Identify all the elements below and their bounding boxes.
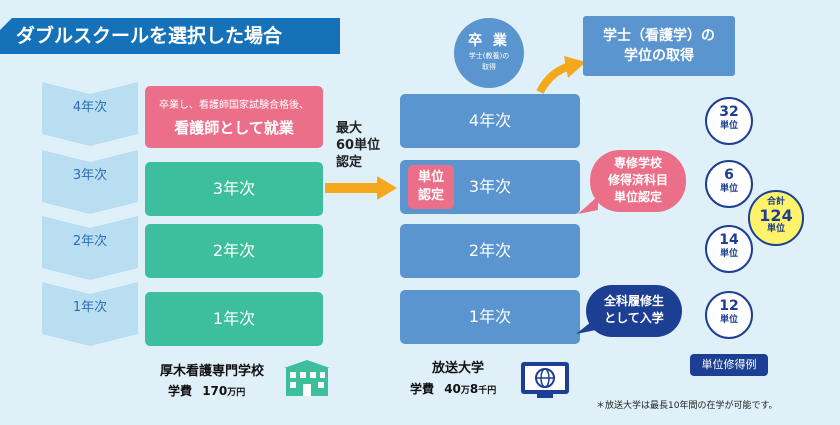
graduation-sub-1: 学士(教養)の xyxy=(468,52,510,60)
fee-unit-1: 万 xyxy=(460,386,470,396)
year-chevron-1: 1年次 xyxy=(42,282,138,346)
full-course-bubble: 全科履修生 として入学 xyxy=(586,285,682,337)
nursing-year1-box: 1年次 xyxy=(145,292,323,346)
fee-label: 学費 xyxy=(410,382,435,396)
fee-value: 40 xyxy=(444,382,461,396)
total-unit: 単位 xyxy=(766,224,785,234)
employment-text-2: 看護師として就業 xyxy=(174,119,294,137)
badge-line-1: 単位 xyxy=(417,170,444,185)
transfer-credit-label: 最大 60単位 認定 xyxy=(336,120,396,171)
ou-name: 放送大学 xyxy=(432,361,485,376)
nursing-school-name: 厚木看護専門学校 xyxy=(160,364,265,379)
bubble-top-line-2: 修得済科目 xyxy=(607,173,668,187)
total-value: 124 xyxy=(759,206,793,225)
credit-circle-year3: 6 単位 xyxy=(705,160,753,208)
year-chevron-3: 3年次 xyxy=(42,150,138,214)
footnote: ＊放送大学は最長10年間の在学が可能です。 xyxy=(596,401,778,411)
ou-year2-box: 2年次 xyxy=(400,224,580,278)
credit-circle-year1: 12 単位 xyxy=(705,291,753,339)
degree-line-1: 学士（看護学）の xyxy=(603,28,715,44)
credit-transfer-bubble: 専修学校 修得済科目 単位認定 xyxy=(590,150,686,212)
degree-arrow-icon xyxy=(536,56,586,94)
nursing-year3-box: 3年次 xyxy=(145,162,323,216)
nursing-year2-box: 2年次 xyxy=(145,224,323,278)
ou-fee: 学費 40万8千円 xyxy=(410,380,496,397)
degree-line-2: 学位の取得 xyxy=(624,48,694,64)
bubble-tail-icon xyxy=(576,318,596,334)
transfer-line-3: 認定 xyxy=(336,155,363,170)
credit-circle-year4: 32 単位 xyxy=(705,97,753,145)
badge-line-2: 認定 xyxy=(417,188,444,203)
ou-year4-box: 4年次 xyxy=(400,94,580,148)
credit-unit: 単位 xyxy=(719,315,738,325)
year-chevron-2: 2年次 xyxy=(42,216,138,280)
ou-year1-box: 1年次 xyxy=(400,290,580,344)
computer-globe-icon xyxy=(521,362,569,398)
graduation-circle: 卒 業 学士(教養)の 取得 xyxy=(454,18,524,88)
fee-unit: 万円 xyxy=(227,388,246,398)
credit-unit: 単位 xyxy=(719,184,738,194)
graduation-title: 卒 業 xyxy=(468,33,510,49)
fee-value-2: 8 xyxy=(469,382,479,396)
year-chevron-4: 4年次 xyxy=(42,82,138,146)
credit-value: 32 xyxy=(719,104,739,120)
page-title: ダブルスクールを選択した場合 xyxy=(0,18,340,54)
credit-value: 14 xyxy=(719,232,739,248)
bubble-top-line-1: 専修学校 xyxy=(613,156,662,170)
credit-recognized-badge: 単位 認定 xyxy=(408,165,454,209)
credit-circle-year2: 14 単位 xyxy=(705,225,753,273)
credit-unit: 単位 xyxy=(719,249,738,259)
total-label: 合計 xyxy=(766,197,785,207)
bubble-top-line-3: 単位認定 xyxy=(613,190,662,204)
bubble-bottom-line-1: 全科履修生 xyxy=(603,294,664,308)
bubble-tail-icon xyxy=(578,196,598,214)
employment-text-1: 卒業し、看護師国家試験合格後、 xyxy=(159,100,309,111)
transfer-line-2: 60単位 xyxy=(336,138,381,153)
fee-value: 170 xyxy=(202,384,228,398)
fee-label: 学費 xyxy=(168,384,193,398)
credit-example-label: 単位修得例 xyxy=(690,354,768,376)
total-credits-circle: 合計 124 単位 xyxy=(748,190,804,246)
credit-value: 6 xyxy=(724,167,734,183)
graduation-sub-2: 取得 xyxy=(482,63,496,71)
fee-unit-2: 千円 xyxy=(478,386,497,396)
nursing-school-fee: 学費 170万円 xyxy=(168,382,245,399)
employment-box: 卒業し、看護師国家試験合格後、 看護師として就業 xyxy=(145,86,323,148)
school-building-icon xyxy=(284,360,330,396)
transfer-arrow-icon xyxy=(325,176,397,200)
credit-unit: 単位 xyxy=(719,121,738,131)
bubble-bottom-line-2: として入学 xyxy=(604,311,664,325)
degree-box: 学士（看護学）の 学位の取得 xyxy=(583,16,735,76)
transfer-line-1: 最大 xyxy=(336,121,363,136)
credit-value: 12 xyxy=(719,298,739,314)
